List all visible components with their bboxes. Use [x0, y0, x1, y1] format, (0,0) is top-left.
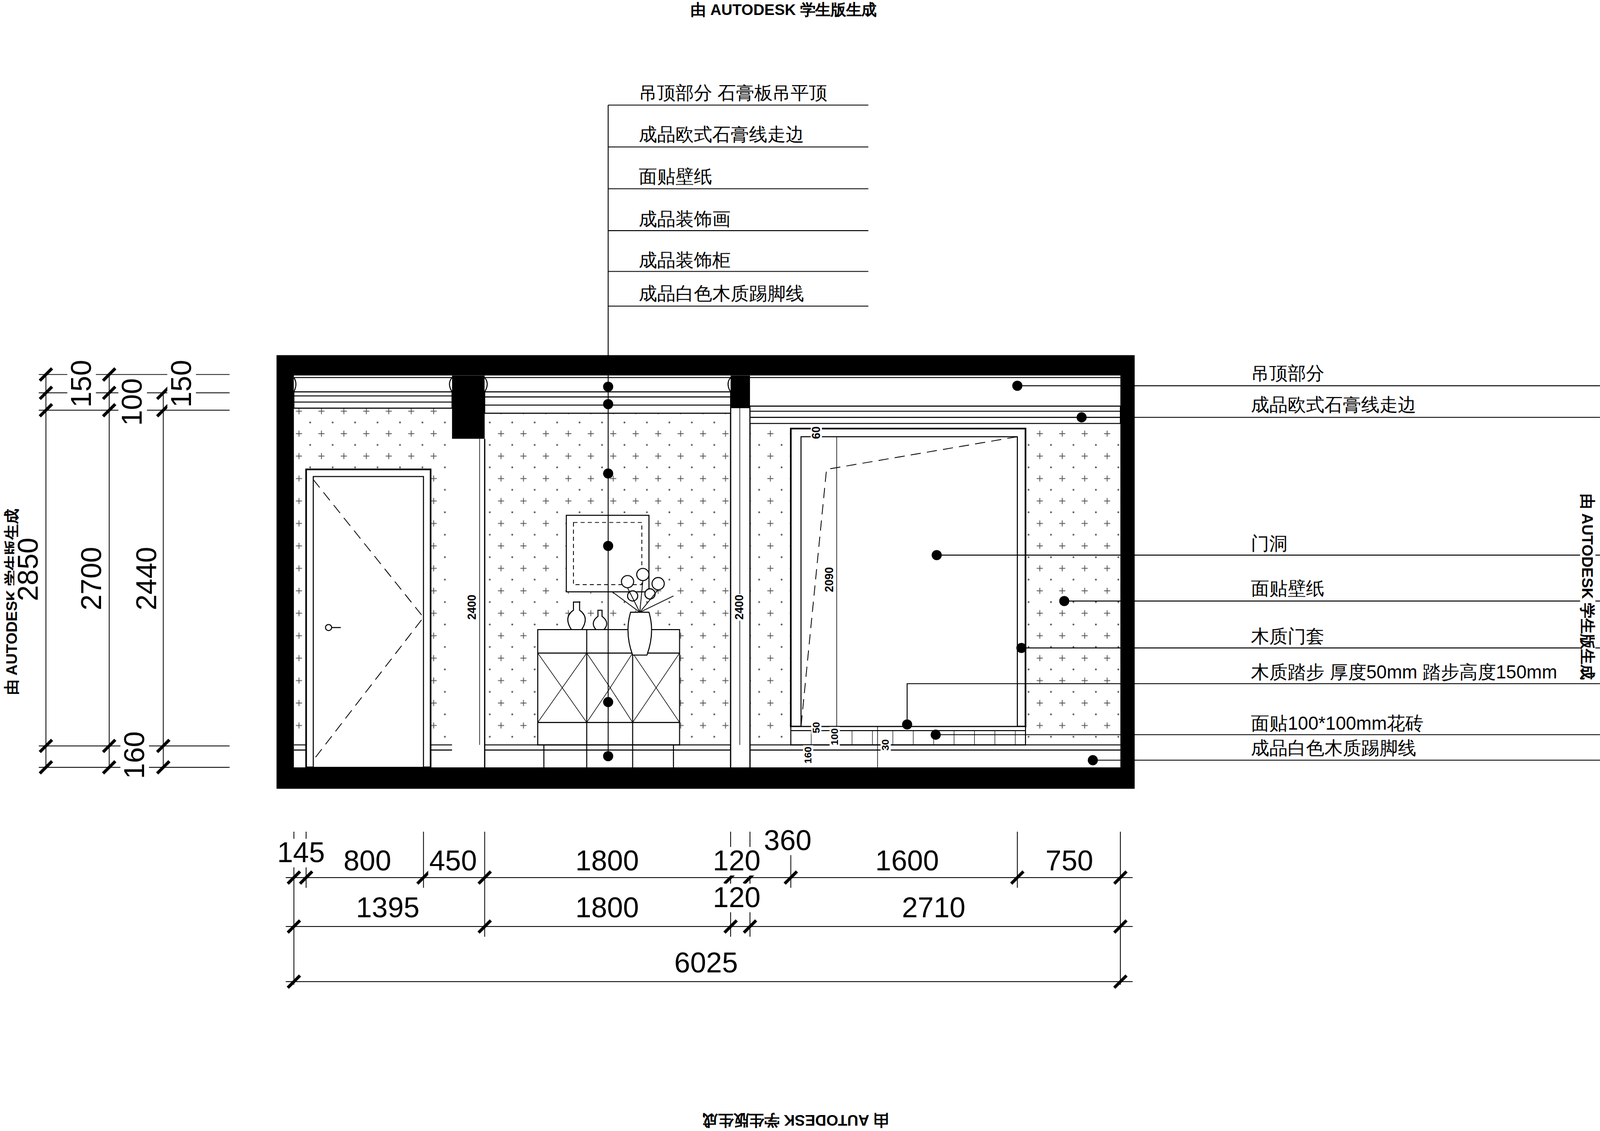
dimension-tick — [287, 975, 300, 988]
dimension: 100 — [829, 727, 840, 747]
callout-text: 门洞 — [1249, 534, 1289, 554]
dimension: 50 — [811, 720, 822, 735]
watermark: 由 AUTODESK 学生版生成 — [689, 1, 878, 17]
callout-text: 面贴100*100mm花砖 — [1249, 714, 1425, 733]
dimension: 2400 — [466, 593, 478, 621]
dimension: 2700 — [77, 545, 106, 612]
dimension: 160 — [803, 745, 814, 765]
dimension-ticks — [39, 368, 1127, 988]
dimension: 160 — [120, 730, 149, 780]
tile-joint — [912, 730, 914, 746]
callout-text: 成品欧式石膏线走边 — [1249, 396, 1418, 415]
dimension: 30 — [880, 738, 891, 752]
dimension-tick — [743, 920, 756, 933]
dimension-tick — [39, 739, 52, 752]
dimension: 360 — [763, 826, 813, 855]
beam — [452, 375, 485, 440]
dimension: 150 — [167, 358, 196, 409]
dimension: 1395 — [354, 894, 421, 923]
callout-text: 面贴壁纸 — [1249, 579, 1326, 599]
dimension-tick — [39, 761, 52, 774]
tile-joint — [872, 730, 873, 746]
callout-text: 面贴壁纸 — [637, 167, 714, 186]
callout-text: 成品欧式石膏线走边 — [637, 125, 806, 145]
leader-dots — [602, 380, 1098, 766]
dimension-tick — [1114, 920, 1127, 933]
dimension: 2090 — [823, 566, 836, 594]
tile-joints — [811, 730, 1016, 746]
dimension-tick — [102, 368, 116, 381]
dimension: 60 — [810, 425, 823, 441]
dimension: 120 — [711, 847, 762, 876]
tile-joint — [851, 730, 853, 746]
dimension-tick — [157, 761, 170, 774]
dimension-tick — [784, 871, 797, 884]
vases — [567, 568, 674, 655]
wall-frame — [276, 354, 1135, 789]
watermark: 由 AUTODESK 学生版生成 — [702, 1112, 891, 1129]
crown-molding — [293, 377, 1121, 424]
dimension: 1600 — [874, 847, 940, 876]
dimension-tick — [478, 871, 491, 884]
dimension-tick — [1011, 871, 1024, 884]
dimension-tick — [287, 920, 300, 933]
dimension-tick — [299, 871, 312, 884]
dimension: 2440 — [132, 545, 162, 612]
dimension-tick — [1114, 871, 1127, 884]
interior-dimension-lines — [479, 408, 878, 768]
callout-text: 成品装饰画 — [637, 210, 732, 229]
dimension: 1800 — [574, 894, 641, 923]
dimension-tick — [102, 739, 116, 752]
tile-joint — [1014, 730, 1016, 746]
dimension-tick — [724, 920, 737, 933]
dimension-tick — [39, 404, 52, 417]
dimension: 2400 — [733, 593, 746, 621]
dimension: 150 — [67, 358, 96, 409]
callout-text: 成品白色木质踢脚线 — [1249, 738, 1418, 758]
tile-joint — [954, 730, 955, 746]
dimension: 6025 — [673, 949, 739, 978]
dimension: 750 — [1044, 847, 1095, 876]
tile-joint — [892, 730, 894, 746]
dimension-lines — [38, 374, 1133, 985]
dimension: 145 — [276, 838, 326, 868]
baseboard — [293, 745, 1121, 751]
decorative-painting — [566, 515, 649, 592]
dimension-tick — [157, 739, 170, 752]
tile-joint — [994, 730, 996, 746]
callout-text: 木质踏步 厚度50mm 踏步高度150mm — [1249, 663, 1558, 682]
dimension-tick — [102, 386, 116, 399]
cabinet — [537, 629, 680, 768]
dimension-tick — [1114, 975, 1127, 988]
callout-text: 吊顶部分 — [1249, 364, 1326, 383]
dimension: 800 — [342, 847, 393, 876]
dimension: 2850 — [14, 536, 44, 603]
callout-text: 成品装饰柜 — [637, 250, 732, 270]
dimension: 1800 — [574, 847, 641, 876]
dimension: 2710 — [900, 894, 967, 923]
dimension: 120 — [711, 883, 762, 913]
beam — [730, 375, 750, 409]
dimension-tick — [287, 871, 300, 884]
wall-edges — [484, 408, 750, 768]
dimension-tick — [39, 368, 52, 381]
dimension-tick — [102, 404, 116, 417]
watermark: 由 AUTODESK 学生版生成 — [1580, 492, 1596, 681]
tile-joint — [974, 730, 975, 746]
door — [306, 469, 431, 768]
dimension-tick — [478, 920, 491, 933]
callout-text: 木质门套 — [1249, 627, 1326, 646]
dimension: 450 — [428, 847, 479, 876]
leader-lines — [608, 104, 1600, 761]
dimension-tick — [39, 386, 52, 399]
callout-text: 吊顶部分 石膏板吊平顶 — [637, 83, 829, 103]
dimension-tick — [102, 761, 116, 774]
dimension: 100 — [118, 377, 147, 427]
callout-text: 成品白色木质踢脚线 — [637, 284, 806, 304]
doorway — [790, 428, 1026, 727]
